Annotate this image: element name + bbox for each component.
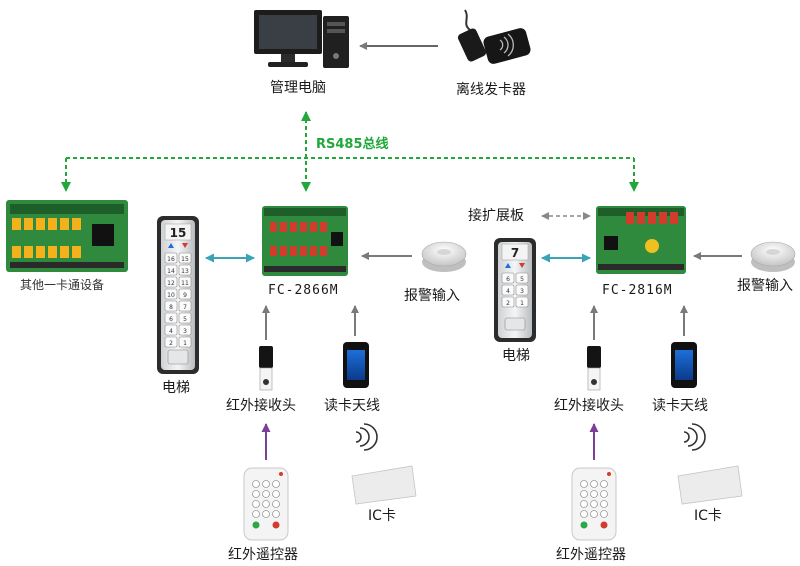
elevator-panel-b bbox=[494, 238, 536, 342]
elevator-a-button bbox=[164, 312, 178, 324]
elevator-a-button-label: 10 bbox=[167, 292, 175, 299]
remote-b-label: 红外遥控器 bbox=[556, 547, 626, 563]
rf-wave-b-icon bbox=[683, 423, 706, 451]
elevator-a-button bbox=[178, 324, 192, 336]
elevator-b-button bbox=[501, 272, 515, 284]
elevator-a-button bbox=[178, 252, 192, 264]
elevator-b-button bbox=[501, 284, 515, 296]
elevator-a-button bbox=[178, 300, 192, 312]
ic-card-b-icon bbox=[677, 465, 743, 505]
elevator-a-button bbox=[164, 300, 178, 312]
elevator-a-button-label: 15 bbox=[181, 256, 189, 263]
ir-receiver-b-icon bbox=[587, 346, 601, 391]
rs485-bus bbox=[61, 111, 639, 192]
elevator-a-button-label: 8 bbox=[169, 304, 173, 311]
card-reader-b-icon bbox=[671, 342, 697, 388]
elevator-b-button bbox=[501, 296, 515, 308]
controller-b-label: FC-2816M bbox=[602, 283, 673, 298]
elevator-a-floor-display: 15 bbox=[170, 226, 187, 240]
elevator-a-button-label: 11 bbox=[181, 280, 189, 287]
controller-a-board-icon bbox=[262, 206, 348, 276]
elevator-a-button bbox=[164, 324, 178, 336]
elevator-a-button-label: 5 bbox=[183, 316, 187, 323]
controller-a-label: FC-2866M bbox=[268, 283, 339, 298]
ic-card-b-label: IC卡 bbox=[694, 508, 722, 524]
elevator-a-button-label: 12 bbox=[167, 280, 175, 287]
card-reader-b-label: 读卡天线 bbox=[652, 398, 708, 414]
elevator-a-button-label: 4 bbox=[169, 328, 173, 335]
elevator-a-button-label: 2 bbox=[169, 340, 173, 347]
ir-receiver-b-label: 红外接收头 bbox=[554, 398, 624, 414]
expansion-label: 接扩展板 bbox=[468, 208, 524, 224]
elevator-a-button bbox=[178, 276, 192, 288]
card-issuer-label: 离线发卡器 bbox=[456, 82, 526, 98]
alarm-b-label: 报警输入 bbox=[737, 278, 793, 294]
computer-icon bbox=[254, 10, 349, 68]
alarm-a-label: 报警输入 bbox=[404, 288, 460, 304]
elevator-a-button bbox=[164, 252, 178, 264]
elevator-b-button bbox=[515, 272, 529, 284]
card-reader-a-label: 读卡天线 bbox=[324, 398, 380, 414]
ir-receiver-a-label: 红外接收头 bbox=[226, 398, 296, 414]
elevator-b-button-label: 5 bbox=[520, 276, 524, 283]
elevator-a-button bbox=[164, 276, 178, 288]
card-issuer-icon bbox=[457, 9, 531, 64]
elevator-b-floor-display: 7 bbox=[511, 246, 519, 260]
elevator-b-button-label: 2 bbox=[506, 300, 510, 307]
elevator-a-button-label: 6 bbox=[169, 316, 173, 323]
elevator-a-button-label: 7 bbox=[183, 304, 187, 311]
elevator-b-button-label: 4 bbox=[506, 288, 510, 295]
rs485-bus-label: RS485总线 bbox=[316, 137, 389, 152]
elevator-b-button-label: 1 bbox=[520, 300, 524, 307]
remote-b-icon bbox=[571, 467, 617, 541]
other-devices-label: 其他一卡通设备 bbox=[20, 278, 105, 292]
elevator-b-button bbox=[515, 284, 529, 296]
smoke-detector-a-icon bbox=[421, 241, 467, 272]
elevator-a-button-label: 13 bbox=[181, 268, 189, 275]
other-device-board-icon bbox=[6, 200, 128, 272]
rf-wave-a-icon bbox=[355, 423, 378, 451]
elevator-a-button-label: 9 bbox=[183, 292, 187, 299]
elevator-a-button-label: 14 bbox=[167, 268, 175, 275]
remote-a-icon bbox=[243, 467, 289, 541]
elevator-b-button bbox=[515, 296, 529, 308]
elevator-b-label: 电梯 bbox=[502, 348, 530, 364]
elevator-a-button bbox=[164, 336, 178, 348]
elevator-a-button bbox=[178, 312, 192, 324]
elevator-a-button bbox=[164, 288, 178, 300]
elevator-a-button-label: 16 bbox=[167, 256, 175, 263]
remote-a-label: 红外遥控器 bbox=[228, 547, 298, 563]
ic-card-a-icon bbox=[351, 465, 417, 505]
pc-label: 管理电脑 bbox=[270, 80, 326, 96]
elevator-a-button bbox=[164, 264, 178, 276]
ic-card-a-label: IC卡 bbox=[368, 508, 396, 524]
elevator-b-button-label: 6 bbox=[506, 276, 510, 283]
ir-receiver-a-icon bbox=[259, 346, 273, 391]
controller-b-board-icon bbox=[596, 206, 686, 274]
elevator-a-button-label: 1 bbox=[183, 340, 187, 347]
card-reader-a-icon bbox=[343, 342, 369, 388]
elevator-a-label: 电梯 bbox=[162, 380, 190, 396]
elevator-b-button-label: 3 bbox=[520, 288, 524, 295]
elevator-a-button bbox=[178, 336, 192, 348]
elevator-a-button bbox=[178, 288, 192, 300]
elevator-a-button bbox=[178, 264, 192, 276]
elevator-a-button-label: 3 bbox=[183, 328, 187, 335]
smoke-detector-b-icon bbox=[750, 241, 796, 272]
